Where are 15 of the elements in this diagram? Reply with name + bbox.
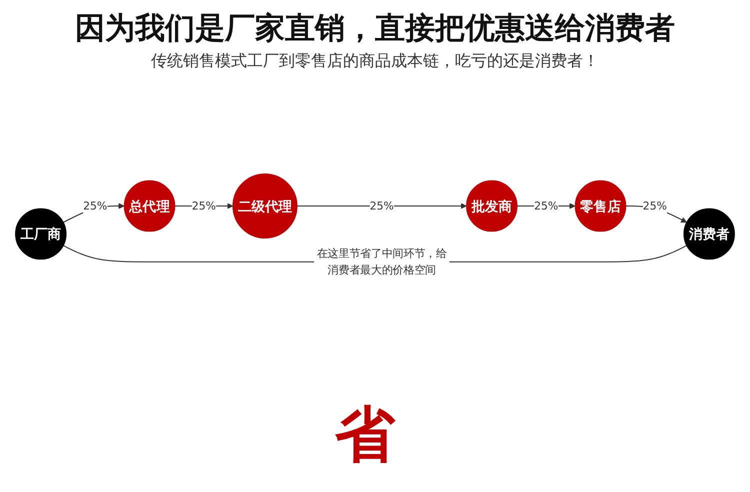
edge-label: 25% [83, 199, 108, 212]
node-circle: 二级代理 [232, 174, 298, 239]
edge-label: 25% [370, 199, 394, 212]
subtitle: 传统销售模式工厂到零售店的商品成本链，吃亏的还是消费者！ [150, 51, 600, 72]
edge-label: 25% [642, 199, 667, 212]
title: 因为我们是厂家直销，直接把优惠送给消费者 [74, 10, 676, 48]
node-circle: 消费者 [683, 208, 735, 260]
node-circle: 零售店 [574, 180, 626, 232]
edge-label: 25% [534, 199, 558, 212]
node-circle: 总代理 [124, 180, 176, 232]
edge-label: 在这里节省了中间环节，给消费者最大的价格空间 [316, 246, 447, 276]
edge-label: 25% [192, 199, 216, 212]
node-circle: 批发商 [466, 180, 518, 232]
big-character: 省 [335, 405, 395, 465]
node-circle: 工厂商 [15, 208, 67, 260]
